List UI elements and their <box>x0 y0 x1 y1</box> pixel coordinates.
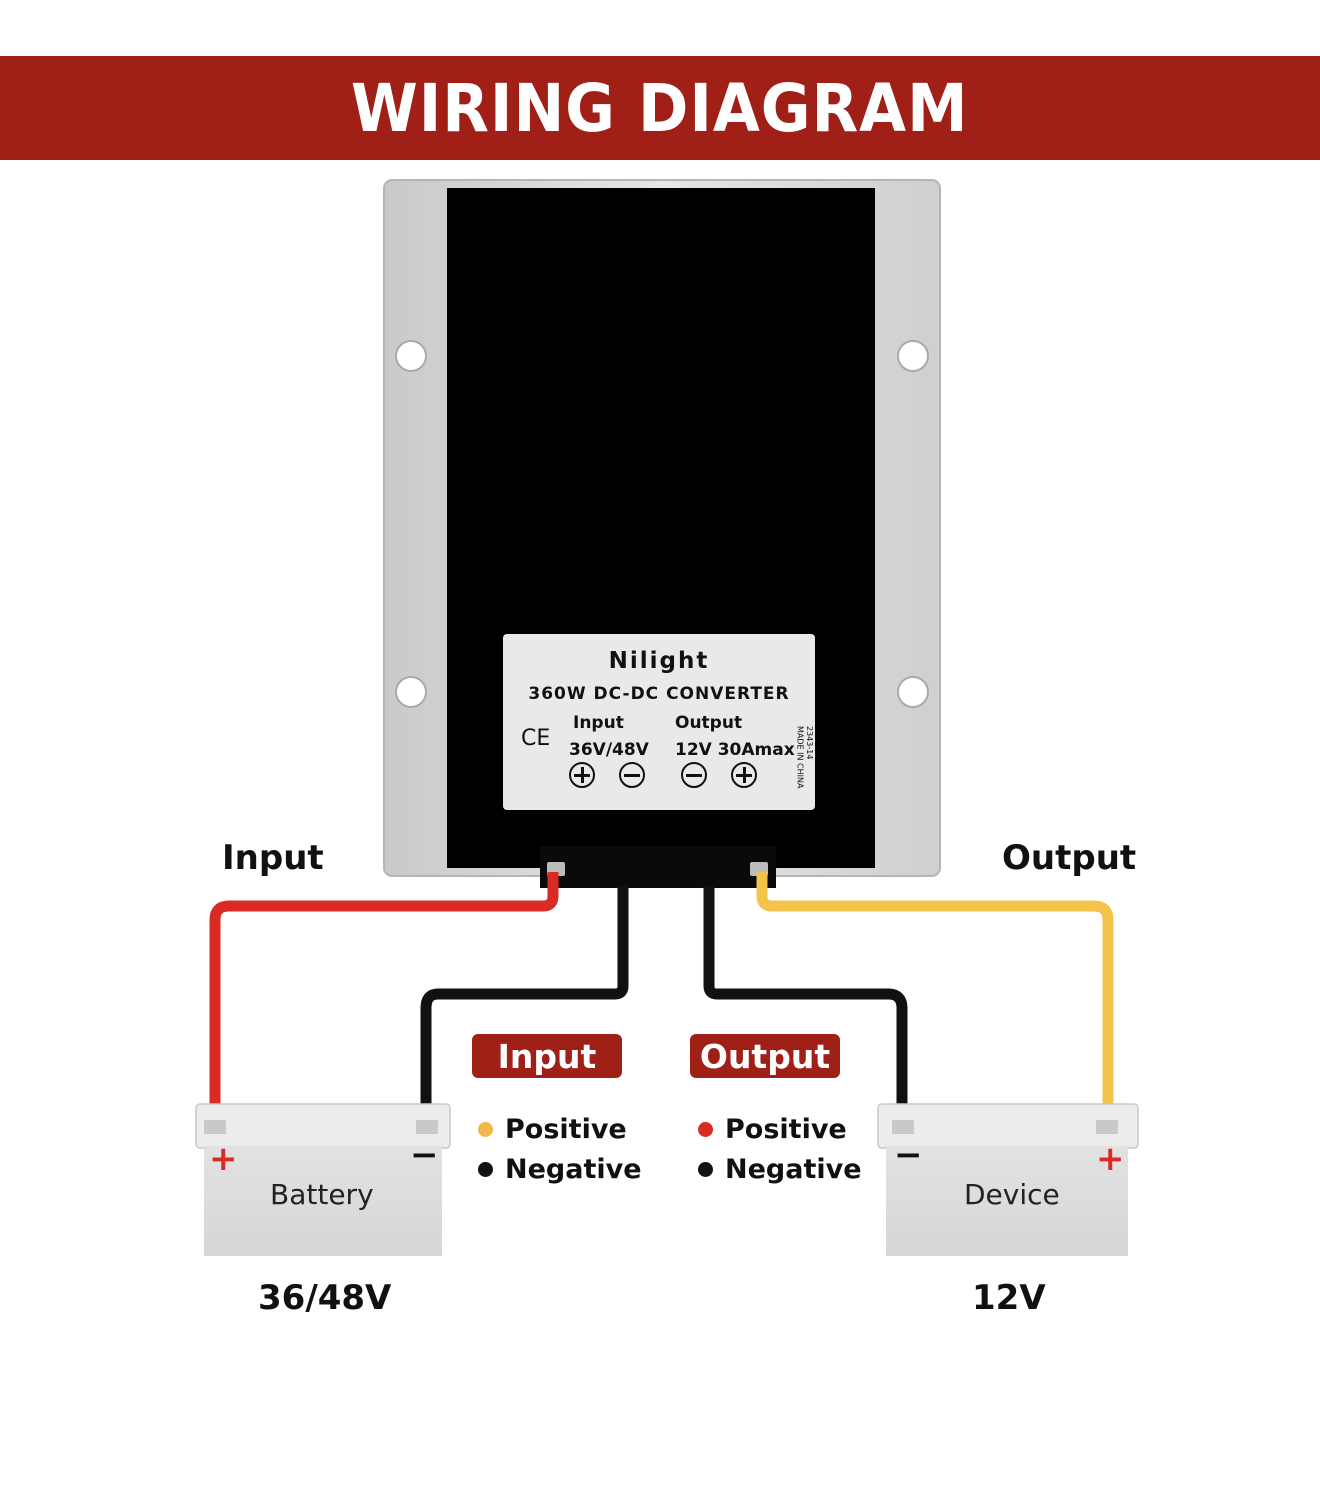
mount-hole <box>897 340 929 372</box>
device-voltage: 12V <box>972 1278 1046 1318</box>
output-side-label: Output <box>1002 838 1137 878</box>
device-body <box>886 1146 1128 1256</box>
title-banner: WIRING DIAGRAM <box>0 56 1320 160</box>
legend-output-positive: Positive <box>698 1114 847 1145</box>
ce-mark: CE <box>521 726 551 751</box>
input-negative-wire <box>420 886 629 1128</box>
mount-hole <box>395 676 427 708</box>
converter-label-plate: Nilight 360W DC-DC CONVERTER CE Input 36… <box>503 634 815 810</box>
plate-output-label: Output <box>675 713 743 733</box>
output-negative-wire <box>703 886 908 1128</box>
cable-gland <box>540 846 776 888</box>
legend-input-positive: Positive <box>478 1114 627 1145</box>
page-title: WIRING DIAGRAM <box>351 69 969 147</box>
red-dot-icon <box>698 1122 713 1137</box>
input-plus-terminal-icon <box>569 762 595 788</box>
brand-logo: Nilight <box>608 648 710 674</box>
yellow-dot-icon <box>478 1122 493 1137</box>
mount-hole <box>395 340 427 372</box>
output-plus-terminal-icon <box>731 762 757 788</box>
output-minus-terminal-icon <box>681 762 707 788</box>
black-dot-icon <box>698 1162 713 1177</box>
input-legend-pill: Input <box>472 1034 622 1078</box>
input-side-label: Input <box>222 838 324 878</box>
plate-input-label: Input <box>573 713 624 733</box>
battery-plus-terminal: + <box>209 1139 238 1179</box>
device-minus-terminal: − <box>894 1135 923 1175</box>
output-legend-pill: Output <box>690 1034 840 1078</box>
mount-hole <box>897 676 929 708</box>
device-label: Device <box>964 1178 1060 1211</box>
model-name: 360W DC-DC CONVERTER <box>528 684 790 704</box>
battery-voltage: 36/48V <box>258 1278 392 1318</box>
device-plus-terminal: + <box>1096 1139 1125 1179</box>
plate-input-voltage: 36V/48V <box>569 740 649 760</box>
plate-output-rating: 12V 30Amax <box>675 740 795 760</box>
battery-label: Battery <box>270 1178 374 1211</box>
input-positive-wire <box>209 872 559 1128</box>
input-minus-terminal-icon <box>619 762 645 788</box>
output-positive-wire <box>756 872 1114 1128</box>
black-dot-icon <box>478 1162 493 1177</box>
battery-minus-terminal: − <box>410 1135 439 1175</box>
legend-input-negative: Negative <box>478 1154 642 1185</box>
battery-body <box>204 1146 442 1256</box>
legend-output-negative: Negative <box>698 1154 862 1185</box>
